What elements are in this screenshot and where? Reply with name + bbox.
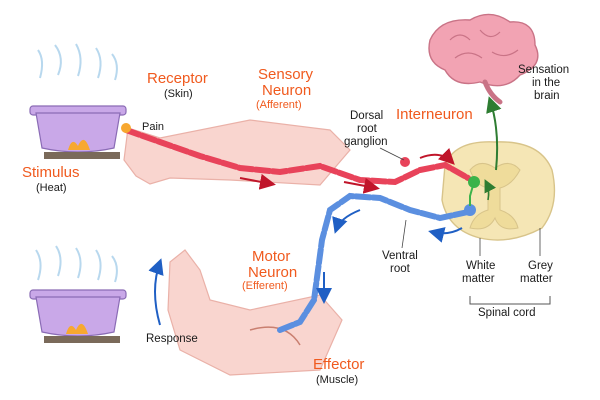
ventral-root-label-2: root — [390, 263, 410, 275]
sensory-neuron-sub-label: (Afferent) — [256, 99, 302, 111]
white-matter-label-2: matter — [462, 273, 495, 285]
effector-label: Effector — [313, 356, 365, 373]
hot-pot-top — [29, 43, 127, 159]
pain-label: Pain — [142, 121, 165, 133]
sensory-arrow-2 — [343, 177, 380, 194]
brain-arrow — [486, 96, 502, 171]
green-arrow-small — [484, 179, 497, 201]
dorsal-root-label-2: root — [357, 123, 377, 135]
spinal-cord-label: Spinal cord — [478, 307, 536, 319]
sensory-neuron-label-2: Neuron — [262, 82, 312, 99]
motor-arrow-2 — [332, 209, 361, 234]
sensation-label-3: brain — [534, 90, 560, 102]
effector-sub-label: (Muscle) — [316, 374, 359, 386]
dorsal-root-label-3: ganglion — [344, 136, 388, 148]
sensation-label-1: Sensation — [518, 64, 570, 76]
spinal-cord-section — [441, 141, 556, 241]
stimulus-sub-label: (Heat) — [36, 182, 67, 194]
motor-neuron-sub-label: (Efferent) — [242, 280, 288, 292]
motor-neuron — [277, 192, 476, 333]
grey-matter-label-2: matter — [520, 273, 553, 285]
sensory-arrow-1 — [239, 173, 276, 190]
sensory-neuron-label-1: Sensory — [258, 66, 314, 83]
sensory-arrow-3 — [419, 147, 455, 165]
dorsal-root-leader — [379, 147, 405, 161]
interneuron-label: Interneuron — [396, 106, 473, 123]
stimulus-label: Stimulus — [22, 164, 80, 181]
motor-neuron-label-1: Motor — [252, 248, 291, 265]
receptor-sub-label: (Skin) — [164, 88, 193, 100]
interneuron-cell — [468, 176, 480, 206]
motor-neuron-label-2: Neuron — [248, 264, 298, 281]
hot-pot-bottom — [29, 245, 127, 343]
ventral-root-leader — [401, 219, 407, 249]
sensation-label-2: in the — [532, 77, 561, 89]
white-matter-label-1: White — [466, 260, 496, 272]
motor-arrow-1 — [428, 227, 463, 243]
response-arrow — [148, 258, 164, 326]
ventral-root-label-1: Ventral — [382, 250, 418, 262]
brain-shape — [428, 13, 539, 105]
dorsal-root-label-1: Dorsal — [350, 110, 384, 122]
response-label: Response — [146, 333, 198, 345]
spinal-cord-bracket — [469, 296, 551, 305]
receptor-label: Receptor — [147, 70, 208, 87]
grey-matter-label-1: Grey — [528, 260, 553, 272]
